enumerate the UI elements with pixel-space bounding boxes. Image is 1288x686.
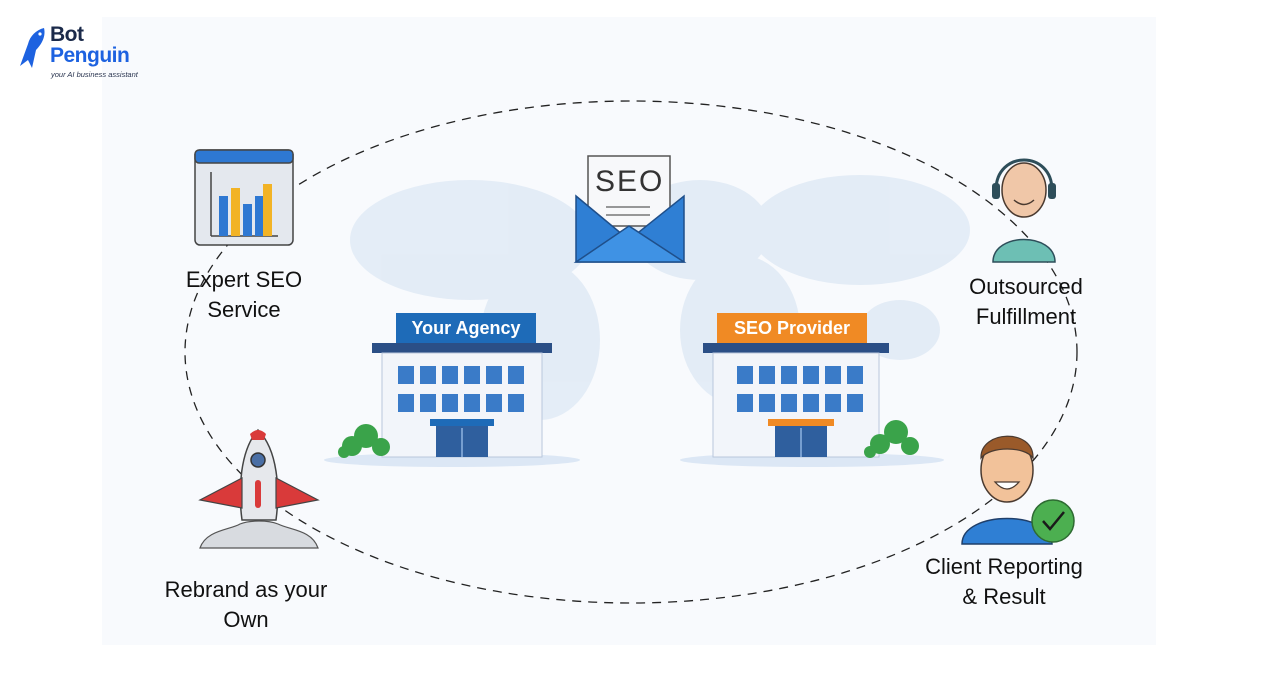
outsourced-caption: Outsourced Fulfillment (946, 272, 1106, 332)
client-caption: Client Reporting & Result (904, 552, 1104, 612)
expert-seo-caption: Expert SEO Service (164, 265, 324, 325)
rebrand-line2: Own (223, 607, 269, 632)
expert-seo-line1: Expert SEO (185, 267, 303, 292)
brand-tagline: your AI business assistant (51, 70, 138, 79)
expert-seo-line2: Service (207, 297, 281, 322)
headset-support-icon (992, 158, 1056, 263)
client-line1: Client Reporting (925, 554, 1083, 579)
seo-provider-building (703, 313, 919, 458)
provider-windows (737, 366, 863, 412)
outsourced-line2: Fulfillment (975, 304, 1077, 329)
envelope-seo-label: SEO (595, 165, 665, 198)
flow-cycle-line (184, 100, 1078, 604)
seo-envelope-icon (573, 155, 687, 263)
botpenguin-logo[interactable]: Bot Penguin your AI business assistant (18, 24, 148, 84)
bar-chart-window-icon (194, 149, 294, 246)
provider-bushes-icon (864, 420, 919, 458)
rebrand-line1: Rebrand as your (164, 577, 328, 602)
your-agency-building (338, 313, 552, 458)
penguin-logo-icon (20, 28, 45, 68)
rebrand-caption: Rebrand as your Own (146, 575, 346, 635)
your-agency-sign: Your Agency (411, 318, 521, 338)
brand-name-line2: Penguin (50, 44, 130, 67)
agency-bushes-icon (338, 424, 390, 458)
brand-name-line1: Bot (50, 23, 84, 46)
rocket-icon (198, 428, 320, 549)
client-line2: & Result (962, 584, 1046, 609)
outsourced-line1: Outsourced (969, 274, 1083, 299)
agency-windows (398, 366, 524, 412)
seo-provider-sign: SEO Provider (733, 318, 851, 338)
happy-client-check-icon (961, 435, 1075, 545)
